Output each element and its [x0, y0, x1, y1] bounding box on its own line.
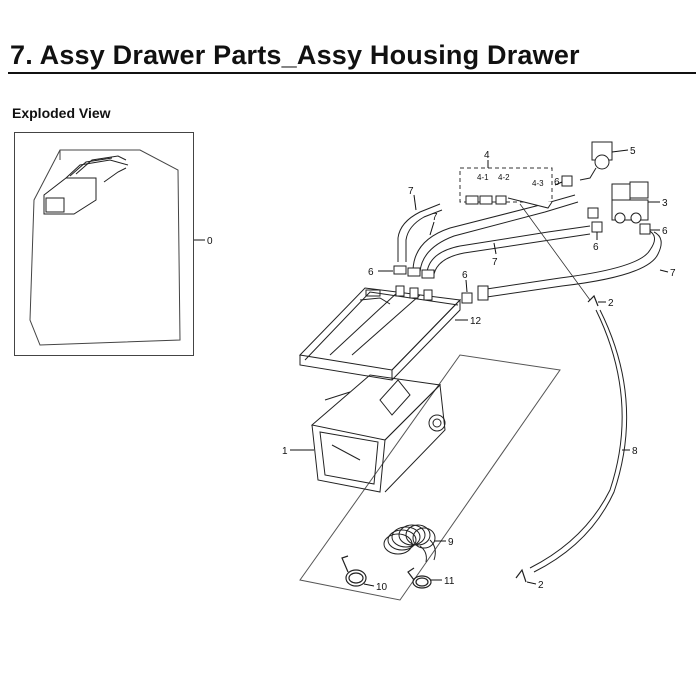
clamp-left	[393, 265, 435, 279]
hose-mid-upper	[412, 194, 579, 273]
cover-inlet-stubs	[395, 285, 433, 301]
connectors	[465, 195, 553, 209]
water-valve-double	[611, 181, 649, 224]
clamp-mid	[461, 292, 473, 304]
callout-6-top: 6	[554, 177, 560, 188]
inset-drawer-assembly	[43, 155, 129, 215]
callout-0: 0	[207, 236, 213, 247]
callout-9: 9	[448, 537, 454, 548]
callout-4-1: 4-1	[477, 173, 489, 182]
callout-2-lower: 2	[538, 580, 544, 591]
callout-7-left: 7	[408, 186, 414, 197]
hose-clip-upper	[587, 294, 599, 307]
title-underline	[8, 72, 696, 74]
drawer-housing	[310, 374, 446, 493]
callout-12: 12	[470, 316, 482, 327]
bellows-hose	[383, 524, 436, 563]
callout-11: 11	[444, 576, 455, 587]
drawer-cover	[298, 287, 462, 381]
callout-7-right: 7	[670, 268, 676, 279]
page-title: 7. Assy Drawer Parts_Assy Housing Drawer	[10, 40, 580, 70]
long-hose	[529, 309, 628, 573]
hose-right	[477, 229, 662, 301]
inset-overview-frame	[14, 132, 194, 356]
callout-10: 10	[376, 582, 388, 593]
callout-4-2: 4-2	[498, 173, 510, 182]
callout-6-valve-right: 6	[662, 226, 668, 237]
clamp-valve-right	[639, 223, 651, 235]
leader-hose-path	[519, 203, 591, 301]
callout-7-mid-lower: 7	[492, 257, 498, 268]
callout-4-3: 4-3	[532, 179, 544, 188]
callout-6-valve-left: 6	[593, 242, 599, 253]
section-heading: Exploded View	[12, 105, 111, 121]
floor-plate-outline	[299, 354, 561, 601]
callout-7-mid-upper: 7	[432, 212, 438, 223]
hose-left	[397, 203, 443, 262]
callout-3: 3	[662, 198, 668, 209]
callout-5: 5	[630, 146, 636, 157]
hose-clip-lower	[515, 568, 527, 583]
callout-4: 4	[484, 150, 490, 161]
clamp-top	[561, 175, 573, 187]
hose-mid-lower	[426, 225, 591, 275]
callout-8: 8	[632, 446, 638, 457]
inset-cabinet	[29, 149, 181, 346]
clamp-valve-left	[587, 207, 603, 233]
callout-2-upper: 2	[608, 298, 614, 309]
water-valve-single	[579, 141, 613, 181]
clamp-ring-right	[407, 567, 432, 589]
callout-6-left: 6	[368, 267, 374, 278]
callout-6-mid: 6	[462, 270, 468, 281]
clamp-ring-left	[341, 555, 367, 587]
callout-1: 1	[282, 446, 288, 457]
